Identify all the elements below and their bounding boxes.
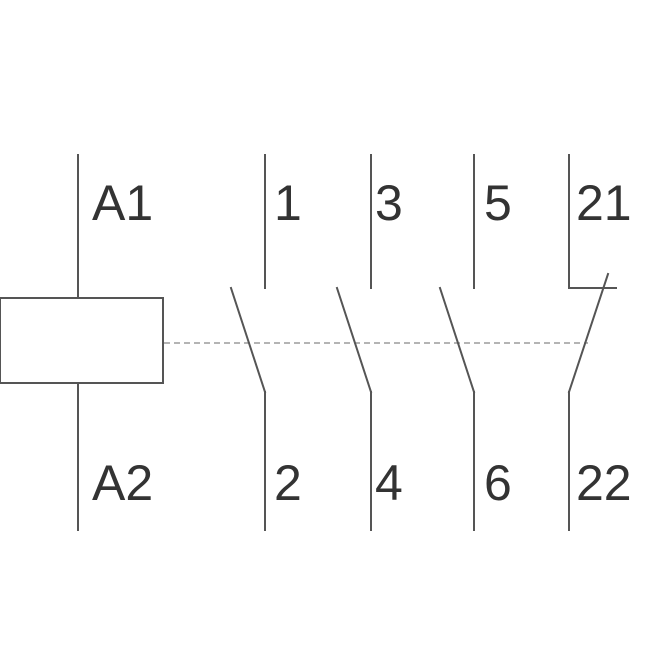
contact-blade — [229, 286, 267, 394]
terminal-label-22: 22 — [576, 455, 632, 511]
contact-blade — [567, 272, 610, 394]
contact-no-1-2: 1 2 — [229, 154, 302, 531]
contact-no-3-4: 3 4 — [335, 154, 403, 531]
coil-box — [0, 297, 164, 384]
coil-label-a2: A2 — [92, 455, 153, 511]
terminal-label-4: 4 — [375, 455, 403, 511]
coil-label-a1: A1 — [92, 175, 153, 231]
terminal-label-21: 21 — [576, 175, 632, 231]
terminal-label-1: 1 — [274, 175, 302, 231]
contact-no-5-6: 5 6 — [438, 154, 512, 531]
terminal-label-6: 6 — [484, 455, 512, 511]
terminal-label-3: 3 — [375, 175, 403, 231]
contact-nc-21-22: 21 22 — [567, 154, 632, 531]
contact-blade — [335, 286, 373, 394]
contact-wire-top — [568, 154, 617, 289]
coil: A1 A2 — [0, 154, 164, 531]
terminal-label-5: 5 — [484, 175, 512, 231]
terminal-label-2: 2 — [274, 455, 302, 511]
contact-blade — [438, 286, 476, 394]
